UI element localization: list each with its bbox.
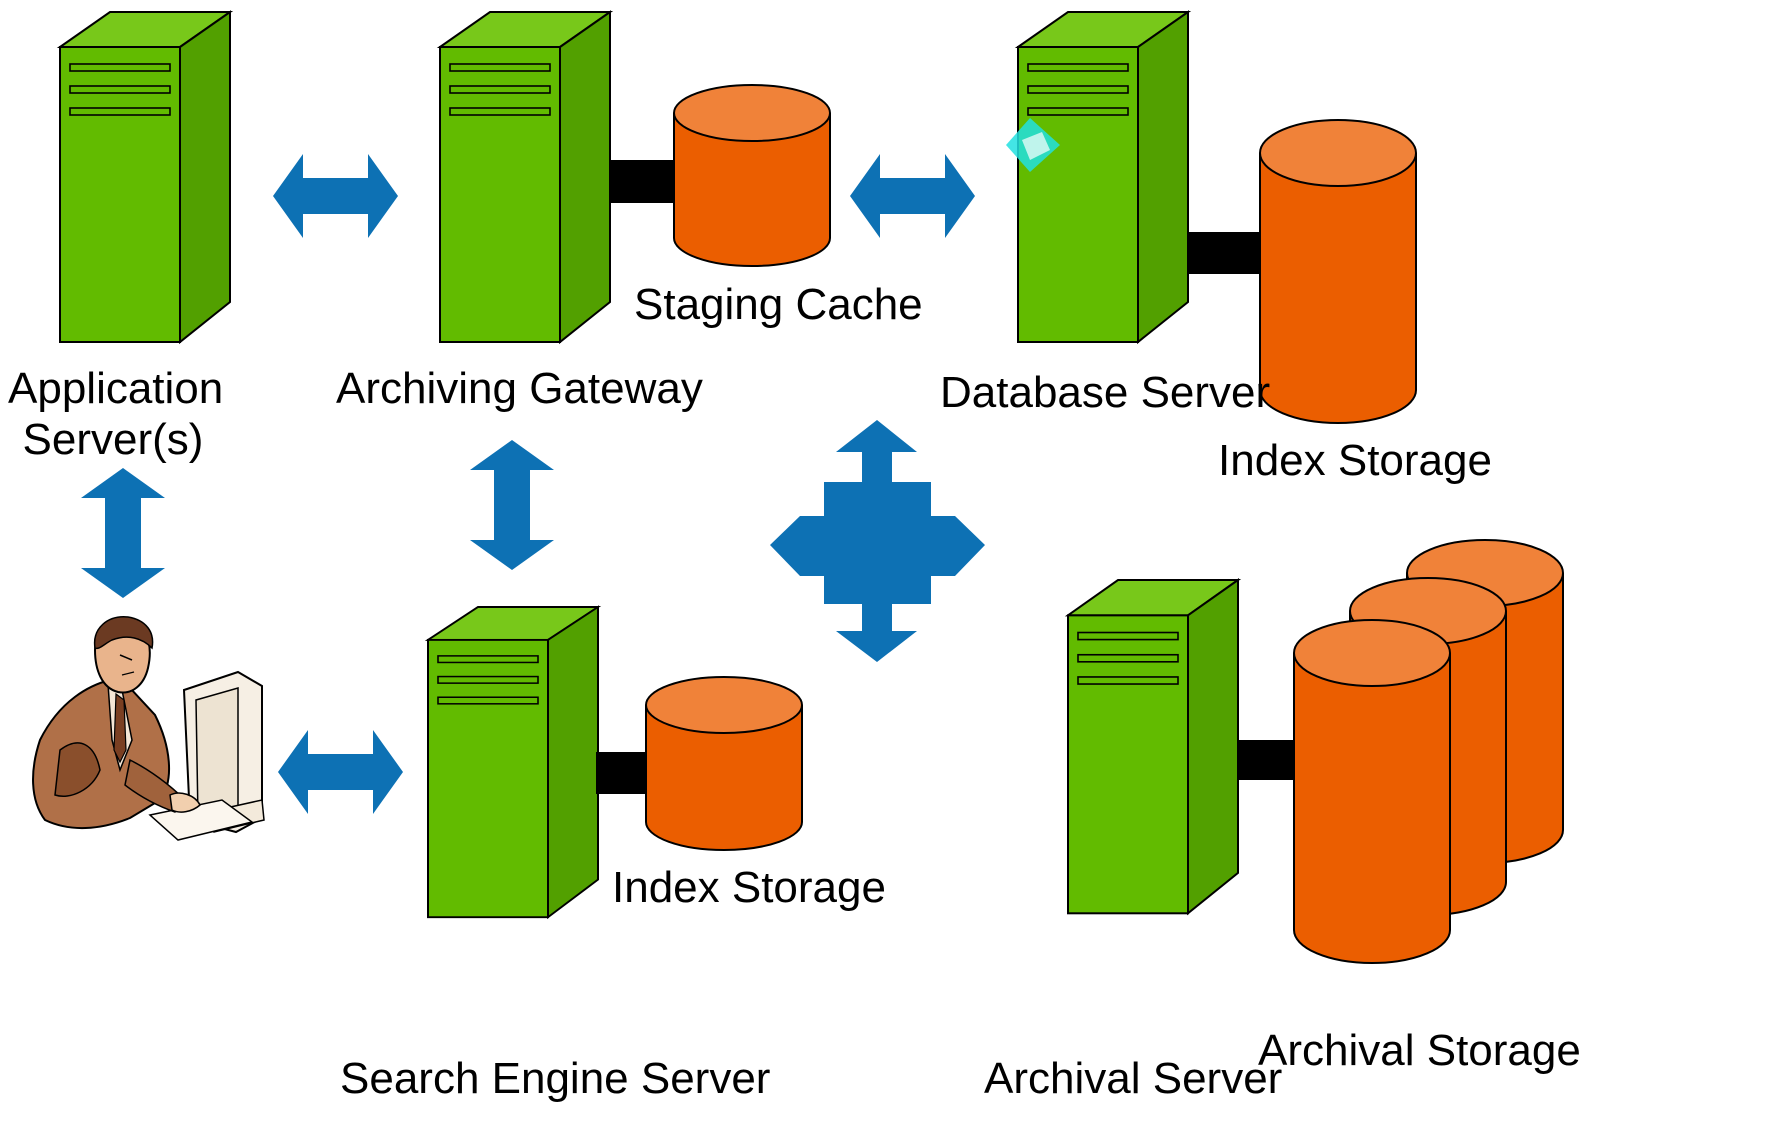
- cache-database-arrow-icon: [850, 154, 975, 238]
- archiving-gateway-server-icon: [439, 11, 611, 343]
- search-storage-connector: [596, 752, 648, 794]
- user-search-arrow-icon: [278, 730, 403, 814]
- search-engine-server-icon: [427, 606, 599, 919]
- archiving-gateway-label: Archiving Gateway: [336, 364, 703, 413]
- search-index-storage-cylinder-icon: [645, 676, 803, 851]
- database-storage-connector: [1187, 232, 1262, 274]
- database-server-icon: [1017, 11, 1189, 343]
- staging-cache-cylinder-icon: [673, 84, 831, 267]
- gateway-cache-connector: [610, 160, 676, 203]
- index-storage-label-database: Index Storage: [1218, 436, 1492, 485]
- staging-cache-label: Staging Cache: [634, 280, 923, 329]
- cursor-artifact-icon: [1006, 118, 1060, 172]
- search-engine-server-label: Search Engine Server: [340, 1054, 771, 1103]
- app-gateway-arrow-icon: [273, 154, 398, 238]
- gateway-search-arrow-icon: [470, 440, 554, 570]
- database-server-label: Database Server: [940, 368, 1271, 417]
- application-server-label: Application Server(s): [8, 364, 224, 464]
- archival-server-label: Archival Server: [984, 1054, 1283, 1103]
- archival-storage-cylinders-icon: [1293, 539, 1564, 964]
- four-way-arrow-icon: [770, 420, 985, 662]
- archival-storage-label: Archival Storage: [1258, 1026, 1581, 1075]
- application-server-icon: [59, 11, 231, 343]
- archival-storage-connector: [1238, 740, 1298, 780]
- user-at-computer-icon: [32, 616, 265, 841]
- database-index-storage-cylinder-icon: [1259, 119, 1417, 424]
- app-user-arrow-icon: [81, 468, 165, 598]
- index-storage-label-search: Index Storage: [612, 863, 886, 912]
- archival-server-icon: [1066, 578, 1240, 915]
